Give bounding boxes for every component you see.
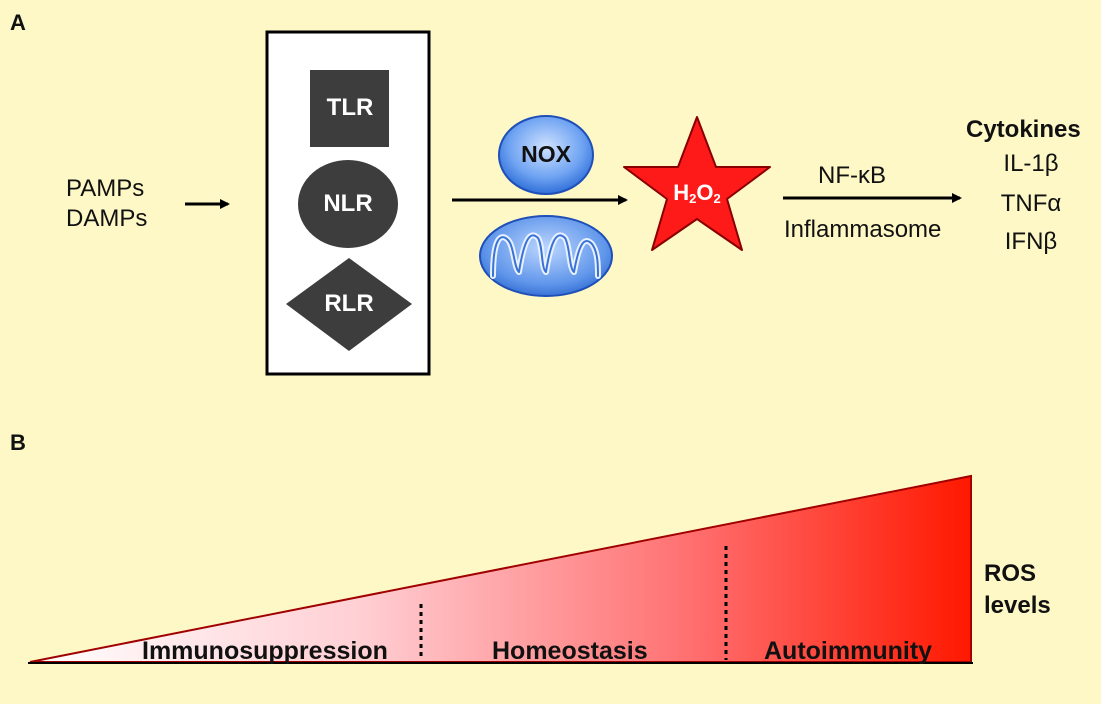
- nox-label: NOX: [521, 141, 571, 167]
- rlr-label: RLR: [324, 290, 374, 317]
- nfkb-label: NF-κB: [818, 162, 886, 189]
- cytokine-il1b: IL-1β: [1003, 150, 1059, 177]
- ros-label-line2: levels: [984, 592, 1051, 619]
- mitochondrion-icon: [479, 215, 613, 297]
- ros-label-line1: ROS: [984, 560, 1037, 587]
- inputs-label: PAMPs DAMPs: [66, 174, 147, 234]
- h2o2-star: [623, 116, 771, 251]
- tlr-label: TLR: [326, 94, 374, 121]
- zone-immunosuppression: Immunosuppression: [142, 637, 388, 665]
- damps-label: DAMPs: [66, 205, 148, 232]
- panel-b-label: B: [10, 430, 26, 455]
- ros-gradient-triangle: [29, 474, 972, 663]
- nlr-label: NLR: [323, 190, 373, 217]
- cytokines-title: Cytokines: [966, 116, 1081, 143]
- inflammasome-label: Inflammasome: [784, 216, 942, 243]
- tlr-square: [310, 70, 389, 147]
- ros-levels-label: ROS levels: [984, 558, 1051, 622]
- rlr-diamond: [286, 258, 412, 351]
- cytokine-tnfa: TNFα: [1000, 190, 1062, 217]
- nlr-ellipse: [298, 160, 398, 248]
- zone-homeostasis: Homeostasis: [492, 637, 648, 665]
- pamps-label: PAMPs: [66, 175, 145, 202]
- zone-autoimmunity: Autoimmunity: [764, 637, 933, 665]
- panel-a-label: A: [10, 10, 26, 35]
- nox-oval: [498, 115, 594, 195]
- cytokine-ifnb: IFNβ: [1004, 228, 1058, 255]
- h2o2-label: H2O2: [673, 180, 721, 206]
